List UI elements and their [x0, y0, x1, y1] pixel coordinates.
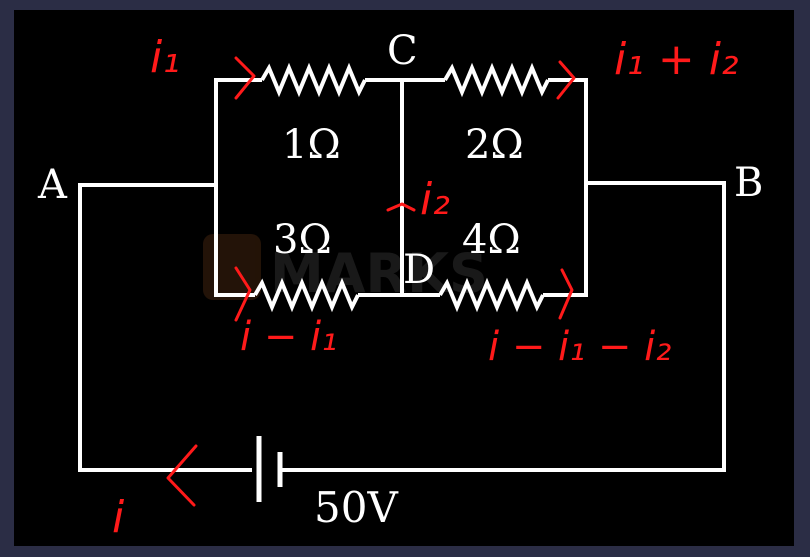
resistor-1-zigzag [260, 62, 367, 98]
resistor-3-zigzag [253, 277, 360, 313]
resistor-label-3: 3Ω [273, 217, 332, 263]
wire-bottom-right [543, 183, 588, 297]
resistor-2-zigzag [443, 62, 550, 98]
arrow-battery-icon [166, 444, 198, 507]
node-label-d: D [403, 247, 435, 293]
arrow-bottom-right-icon [558, 268, 574, 320]
resistor-label-1: 1Ω [282, 122, 341, 168]
node-label-a: A [37, 162, 68, 208]
annotation-i1-top: i₁ [150, 32, 180, 83]
resistor-4-zigzag [438, 277, 545, 313]
annotation-i-total: i [112, 492, 125, 543]
arrow-top-right-icon [556, 60, 576, 100]
arrow-bridge-icon [386, 202, 416, 212]
annotation-i-minus-i1: i − i₁ [240, 314, 337, 360]
annotation-i1-plus-i2: i₁ + i₂ [614, 34, 739, 85]
wire-bottom-left [214, 185, 255, 297]
wire-top-right [548, 78, 588, 183]
node-label-b: B [734, 160, 763, 206]
battery-label: 50V [314, 483, 398, 532]
wire-node-a [78, 183, 252, 472]
wire-node-b [282, 181, 726, 472]
handwritten-annotations: i₁ i₁ + i₂ i₂ i − i₁ i − i₁ − i₂ i [112, 32, 739, 543]
wire-top-left [214, 78, 262, 185]
node-label-c: C [387, 28, 418, 74]
arrow-top-left-icon [234, 56, 256, 100]
annotation-i-minus-i1-minus-i2: i − i₁ − i₂ [488, 324, 671, 370]
resistor-label-2: 2Ω [465, 122, 524, 168]
battery [256, 436, 283, 502]
resistor-label-4: 4Ω [462, 217, 521, 263]
annotation-i2-mid: i₂ [420, 174, 450, 225]
circuit-wires [78, 62, 726, 472]
arrow-bottom-left-icon [234, 266, 252, 322]
